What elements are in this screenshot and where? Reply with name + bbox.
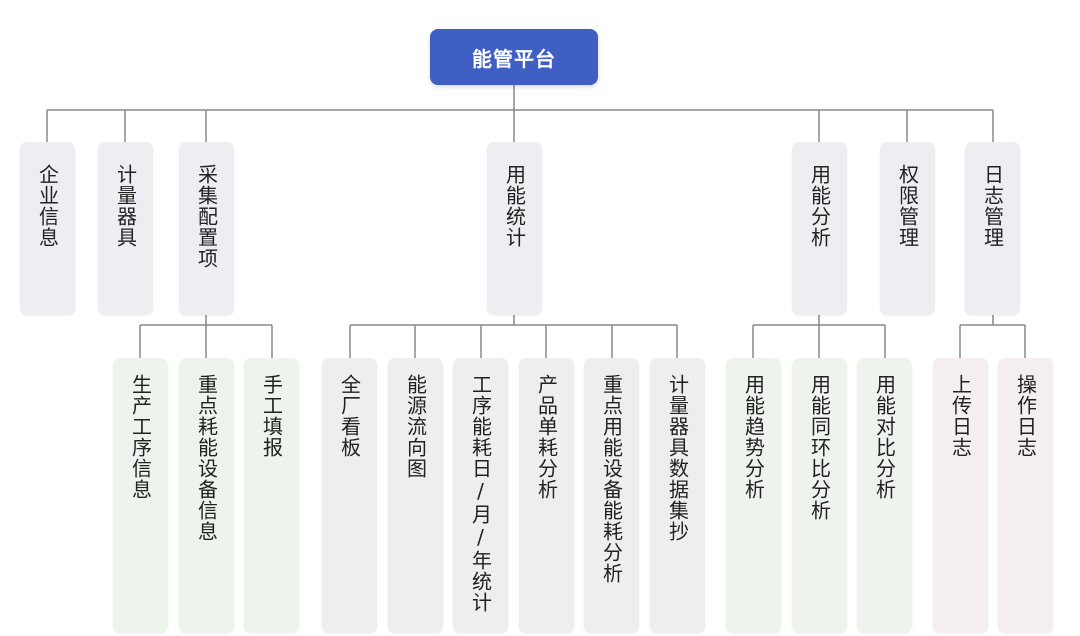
leaf-process-info: 生产工序信息 [113, 358, 168, 633]
node-permission-management: 权限管理 [880, 142, 935, 315]
node-energy-analysis: 用能分析 [792, 142, 847, 315]
leaf-process-consumption: 工序能耗日/月/年统计 [453, 358, 508, 633]
root-label: 能管平台 [472, 46, 556, 71]
leaf-compare-analysis: 用能对比分析 [857, 358, 912, 633]
leaf-energy-flow: 能源流向图 [388, 358, 443, 633]
leaf-label: 用能对比分析 [872, 374, 897, 500]
leaf-manual-entry: 手工填报 [244, 358, 299, 633]
leaf-label: 重点用能设备能耗分析 [599, 374, 624, 584]
node-label: 日志管理 [980, 164, 1005, 248]
leaf-label: 手工填报 [259, 374, 284, 458]
leaf-yoy-analysis: 用能同环比分析 [792, 358, 847, 633]
root-node: 能管平台 [430, 29, 598, 85]
leaf-label: 上传日志 [948, 374, 973, 458]
leaf-label: 操作日志 [1013, 374, 1038, 458]
node-label: 企业信息 [35, 164, 60, 248]
node-label: 用能统计 [502, 164, 527, 248]
node-energy-statistics: 用能统计 [487, 142, 542, 315]
leaf-label: 能源流向图 [403, 374, 428, 479]
leaf-unit-consumption: 产品单耗分析 [519, 358, 574, 633]
node-label: 采集配置项 [194, 164, 219, 269]
leaf-meter-data: 计量器具数据集抄 [650, 358, 705, 633]
node-label: 计量器具 [113, 164, 138, 248]
node-label: 权限管理 [895, 164, 920, 248]
leaf-key-device-analysis: 重点用能设备能耗分析 [584, 358, 639, 633]
node-label: 用能分析 [807, 164, 832, 248]
leaf-trend-analysis: 用能趋势分析 [726, 358, 781, 633]
leaf-label: 生产工序信息 [128, 374, 153, 500]
leaf-operation-log: 操作日志 [998, 358, 1053, 633]
leaf-label: 计量器具数据集抄 [665, 374, 690, 542]
leaf-label: 重点耗能设备信息 [194, 374, 219, 542]
node-metering-instruments: 计量器具 [98, 142, 153, 315]
leaf-label: 工序能耗日/月/年统计 [468, 374, 493, 613]
leaf-label: 产品单耗分析 [534, 374, 559, 500]
node-log-management: 日志管理 [965, 142, 1020, 315]
leaf-upload-log: 上传日志 [933, 358, 988, 633]
leaf-plant-board: 全厂看板 [322, 358, 377, 633]
node-enterprise-info: 企业信息 [20, 142, 75, 315]
leaf-label: 用能趋势分析 [741, 374, 766, 500]
leaf-label: 用能同环比分析 [807, 374, 832, 521]
node-collection-config: 采集配置项 [179, 142, 234, 315]
leaf-label: 全厂看板 [337, 374, 362, 458]
leaf-key-device-info: 重点耗能设备信息 [179, 358, 234, 633]
